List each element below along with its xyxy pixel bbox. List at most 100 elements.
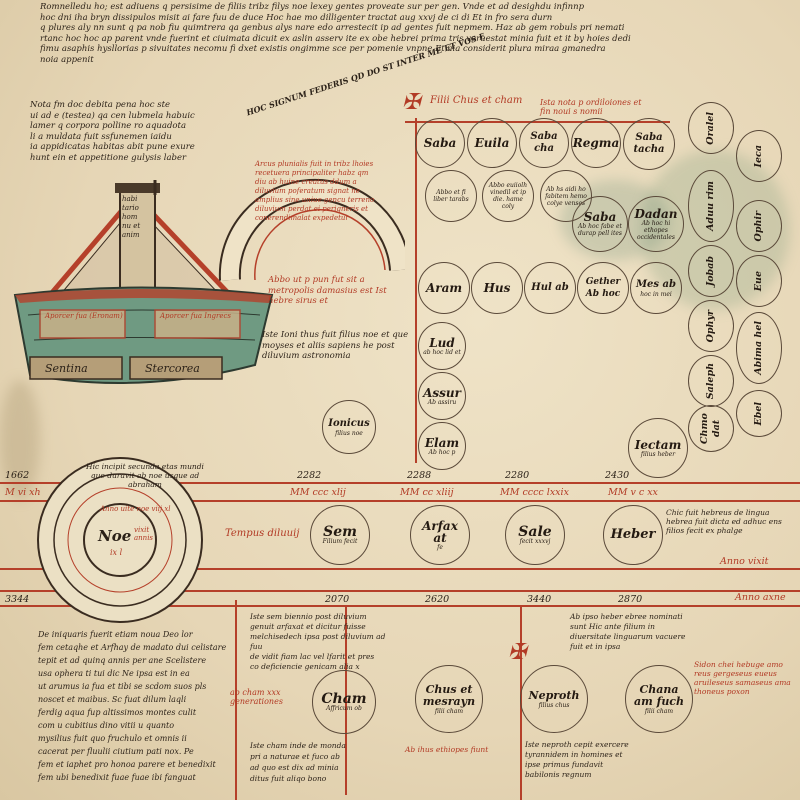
circle-name: Mes ab — [635, 278, 676, 290]
text-line: lamer q corpora polline ro aquadota — [30, 121, 187, 131]
genealogy-circle[interactable]: Saba tacha — [623, 118, 675, 170]
circle-sub: fecit xxxvj — [519, 537, 551, 545]
circle-name: Euila — [474, 136, 510, 150]
header-line: hoc dni iha bryn dissipulos misit ai far… — [40, 12, 553, 23]
circle-name: Assur — [423, 385, 461, 400]
timeline-number: 2282 — [297, 470, 322, 481]
genealogy-circle[interactable]: Saleph — [688, 355, 734, 407]
circle-name: Ebel — [753, 401, 764, 426]
text-line: co deficiencie genicam alia x — [250, 662, 360, 671]
circle-name: Regma — [572, 136, 620, 150]
circle-sub: Ab hoc p — [428, 448, 456, 456]
timeline-right-label: Anno vixit — [720, 556, 769, 567]
text-line: fem et iaphet pro honoa parere et benedi… — [38, 760, 216, 769]
circle-name: Chmo dat — [699, 413, 722, 444]
timeline-year: MM v c xx — [608, 487, 658, 498]
note-circle[interactable]: Ab hs aidi ho fabitem hemo colye venses — [540, 170, 592, 222]
genealogy-circle[interactable]: Oralel — [688, 102, 734, 154]
generation-circle[interactable]: Heber — [603, 505, 663, 565]
bottom-left-text: De iniquaris fuerit etiam noua Deo lor f… — [38, 628, 238, 784]
branch-line — [415, 118, 417, 463]
genealogy-circle[interactable]: Aduu rim — [688, 170, 734, 242]
cross-icon: ✠ — [402, 90, 421, 115]
text-line: De iniquaris fuerit etiam noua Deo lor — [38, 630, 193, 639]
note-circle[interactable]: Abbo et fi liber tarabs — [425, 170, 477, 222]
timeline-year: MM cc xliij — [400, 487, 454, 498]
ark-left-panel: Aporcer fua (Eronam) — [45, 312, 123, 320]
genealogy-circle[interactable]: Saba cha — [519, 118, 569, 168]
genealogy-circle[interactable]: Gether Ab hoc — [577, 262, 629, 314]
circle-sub: Ab assiru — [427, 398, 457, 406]
chanaam-text: Ab ipso heber ebree nominati sunt Hic an… — [570, 612, 686, 651]
genealogy-circle[interactable]: Ebel — [736, 390, 782, 437]
circle-name: Lud — [429, 335, 455, 350]
genealogy-circle[interactable]: Eue — [736, 255, 782, 307]
timeline-number: 2280 — [505, 470, 530, 481]
circle-name: Saleph — [705, 362, 716, 400]
genealogy-circle[interactable]: Ieca — [736, 130, 782, 182]
genealogy-circle[interactable]: Regma — [571, 118, 621, 168]
generationes-label: ab cham xxx generationes — [230, 688, 283, 706]
text-line: pri a naturae et fuco ab — [250, 752, 340, 761]
wheel-inner-text: Anno uite noe viij xl — [100, 505, 171, 513]
genealogy-circle[interactable]: Hul ab — [524, 262, 576, 314]
circle-sub: Ab hoc fabe et durap pell ites — [578, 223, 622, 237]
sidon-note: Sidon chei hebuge amo reus gergeseus eue… — [694, 660, 791, 696]
circle-name: Heber — [610, 527, 656, 542]
genealogy-circle[interactable]: Ophyr — [688, 300, 734, 352]
text-line: fem cetaqhe et Arfhay de madato dui celi… — [38, 643, 227, 652]
circle-name: Chus et mesrayn — [422, 682, 476, 708]
circle-sub: hoc in mei — [640, 290, 672, 298]
note-circle[interactable]: Abbo euiiolh vinedil et ip die. hame col… — [482, 170, 534, 222]
genealogy-circle[interactable]: Euila — [467, 118, 517, 168]
circle-name: Ieca — [753, 144, 764, 168]
circle-name: Sem — [323, 523, 357, 540]
timeline-number: 2288 — [407, 470, 432, 481]
text-line: noscet et maibus. Sc fuat dilum laqli — [38, 695, 187, 704]
text-line: ad quo est dix ad minia — [250, 763, 339, 772]
circle-name: Elam — [424, 435, 460, 450]
timeline-number-low: 2870 — [618, 594, 643, 605]
timeline-line — [0, 605, 800, 607]
ark-stercorea-label: Stercorea — [145, 362, 200, 375]
timeline-number-low: 2620 — [425, 594, 450, 605]
cross-icon: ✠ — [508, 640, 527, 665]
tempus-label: Tempus diluuij — [225, 528, 300, 539]
circle-name: Gether Ab hoc — [585, 277, 621, 299]
genealogy-circle[interactable]: Saba — [415, 118, 465, 168]
noe-sub: vixit annis — [134, 526, 154, 542]
genealogy-circle[interactable]: Hus — [471, 262, 523, 314]
genealogy-circle[interactable]: Aram — [418, 262, 470, 314]
circle-name: Neproth — [528, 688, 580, 702]
genealogy-circle[interactable]: Chmo dat — [688, 405, 734, 452]
circle-name: Ionicus — [328, 417, 370, 429]
footer-red-note: Ab ihus ethiopes fiunt — [405, 745, 489, 754]
genealogy-circle[interactable]: Abima hel — [736, 312, 782, 384]
noe-num: ix l — [110, 548, 123, 557]
circle-sub: fe — [437, 543, 443, 551]
circle-name: Ophyr — [705, 309, 716, 343]
text-line: ut arumus ia fua et tibi se scdom suos p… — [38, 682, 207, 691]
genealogy-circle[interactable]: Jobab — [688, 245, 734, 297]
text-line: mysilius fuit quo fruchulo et omnis ii — [38, 734, 187, 743]
nota-label: Ista nota p ordiloiones et fin noui s no… — [540, 98, 642, 116]
timeline-line — [0, 482, 800, 484]
genealogy-circle[interactable]: Ophir — [736, 200, 782, 252]
branch-line — [235, 600, 237, 800]
